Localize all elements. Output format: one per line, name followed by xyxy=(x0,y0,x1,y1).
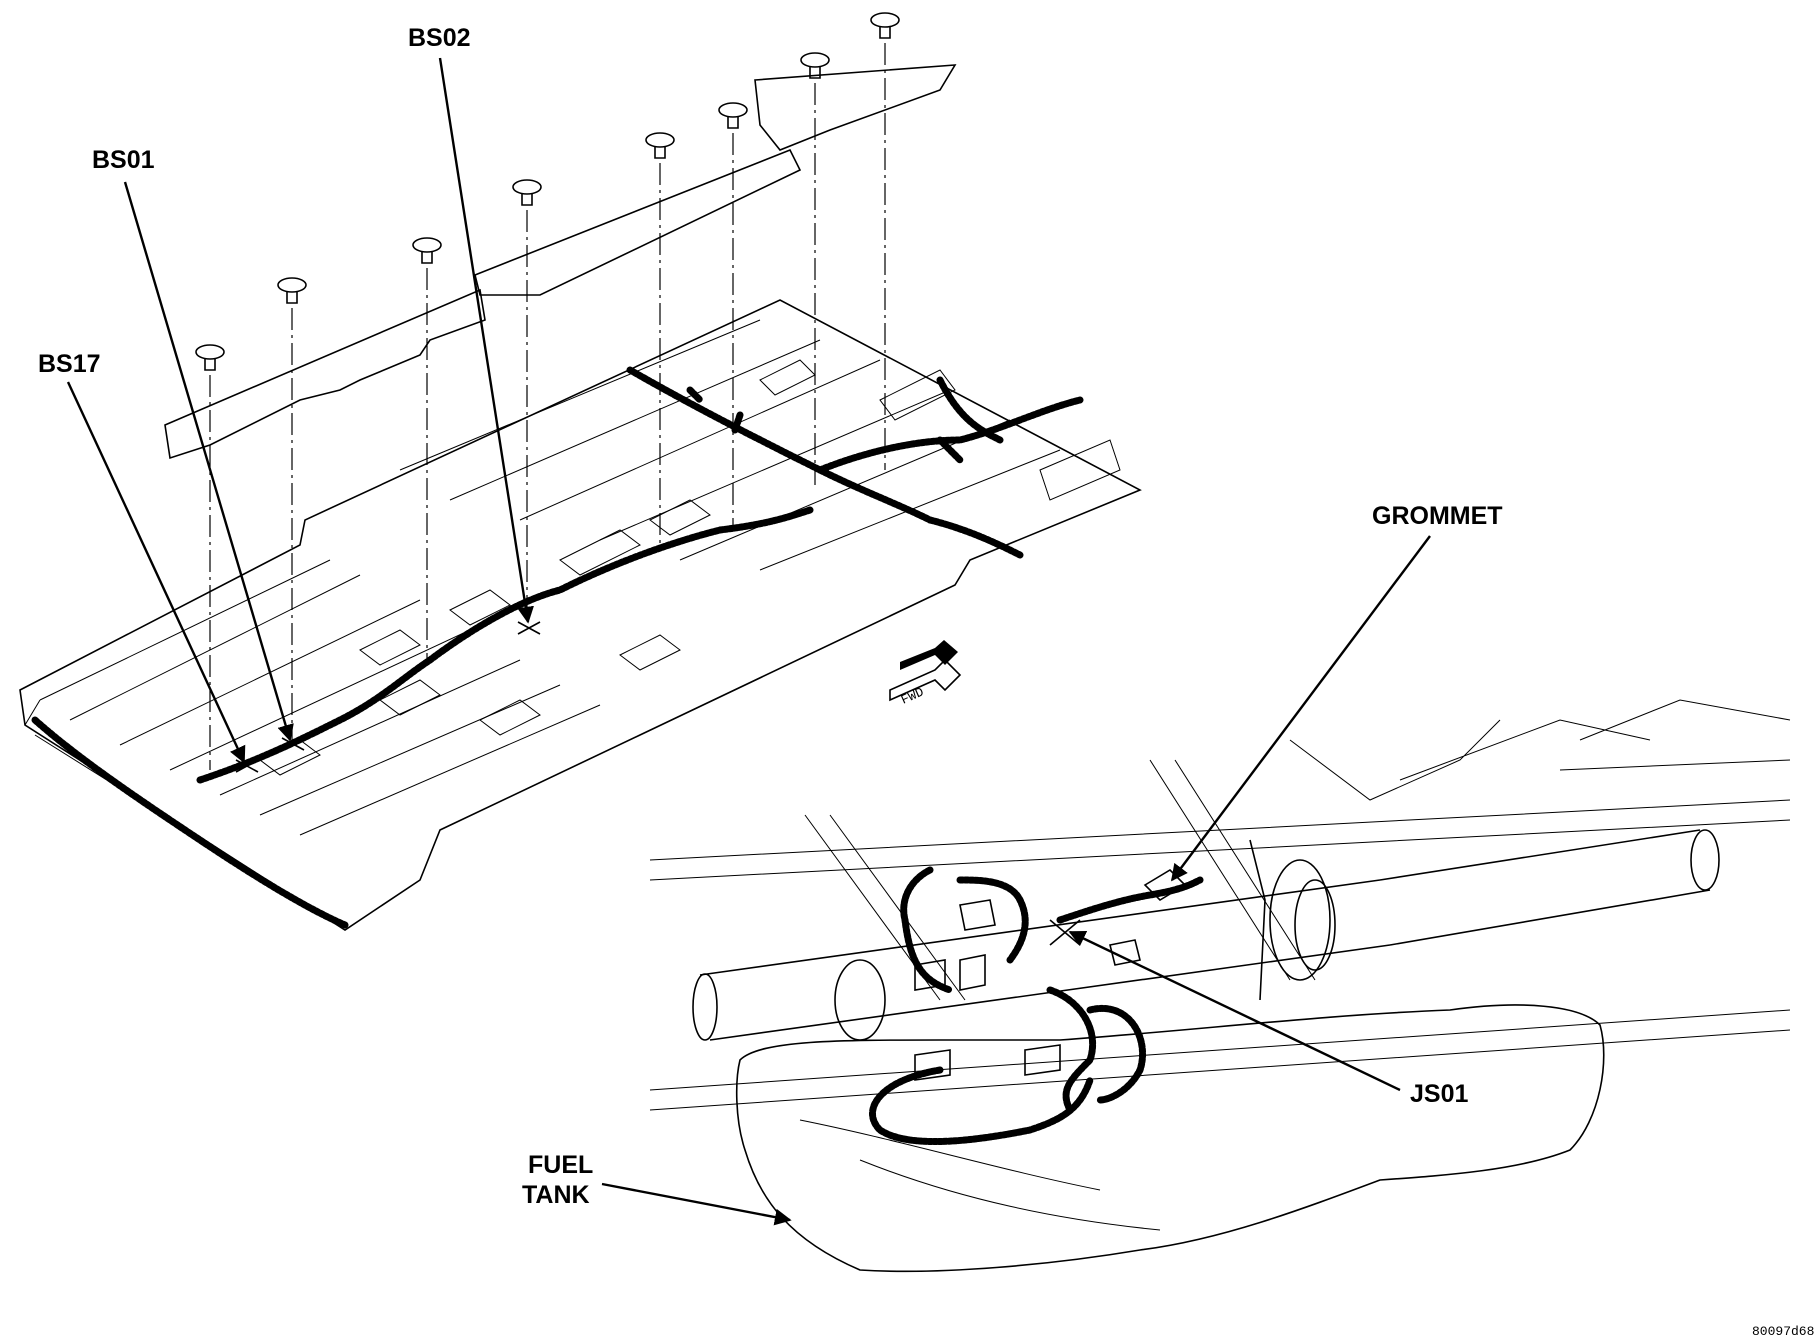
push-pin xyxy=(718,102,748,129)
label-grommet: GROMMET xyxy=(1372,502,1503,530)
label-bs01: BS01 xyxy=(92,146,155,174)
tank-harness xyxy=(869,866,1204,1145)
push-pin xyxy=(512,179,542,206)
axle-tube xyxy=(692,829,1720,1041)
leader-fuel-tank xyxy=(601,1182,792,1226)
push-pin xyxy=(800,52,830,79)
leader-js01 xyxy=(1068,930,1401,1092)
alignment-lines xyxy=(209,43,886,770)
floor-harness xyxy=(31,366,1084,929)
label-fuel-tank-line2: TANK xyxy=(522,1181,590,1209)
callouts: BS02 BS01 BS17 GROMMET JS01 FUEL TANK 80… xyxy=(38,24,1814,1339)
leader-grommet xyxy=(1170,535,1431,882)
bs02-splice-mark xyxy=(517,621,541,635)
floor-pads xyxy=(164,64,957,460)
leader-bs02 xyxy=(438,57,534,624)
push-pin xyxy=(195,344,225,371)
push-pin xyxy=(412,237,442,264)
figure-code: 80097d68 xyxy=(1752,1324,1814,1339)
push-pin xyxy=(645,132,675,159)
label-js01: JS01 xyxy=(1410,1080,1468,1108)
leader-bs01 xyxy=(123,181,294,742)
push-pins xyxy=(195,12,900,371)
leader-bs17 xyxy=(66,381,246,764)
push-pin xyxy=(870,12,900,39)
fuel-tank xyxy=(735,1004,1605,1273)
frame-and-tank xyxy=(649,699,1791,1111)
push-pin xyxy=(277,277,307,304)
fwd-label: FWD xyxy=(899,684,927,707)
label-bs02: BS02 xyxy=(408,24,471,52)
floor-pan xyxy=(19,299,1142,931)
label-fuel-tank-line1: FUEL xyxy=(528,1151,593,1179)
label-bs17: BS17 xyxy=(38,350,101,378)
fwd-arrow: FWD xyxy=(889,640,962,708)
